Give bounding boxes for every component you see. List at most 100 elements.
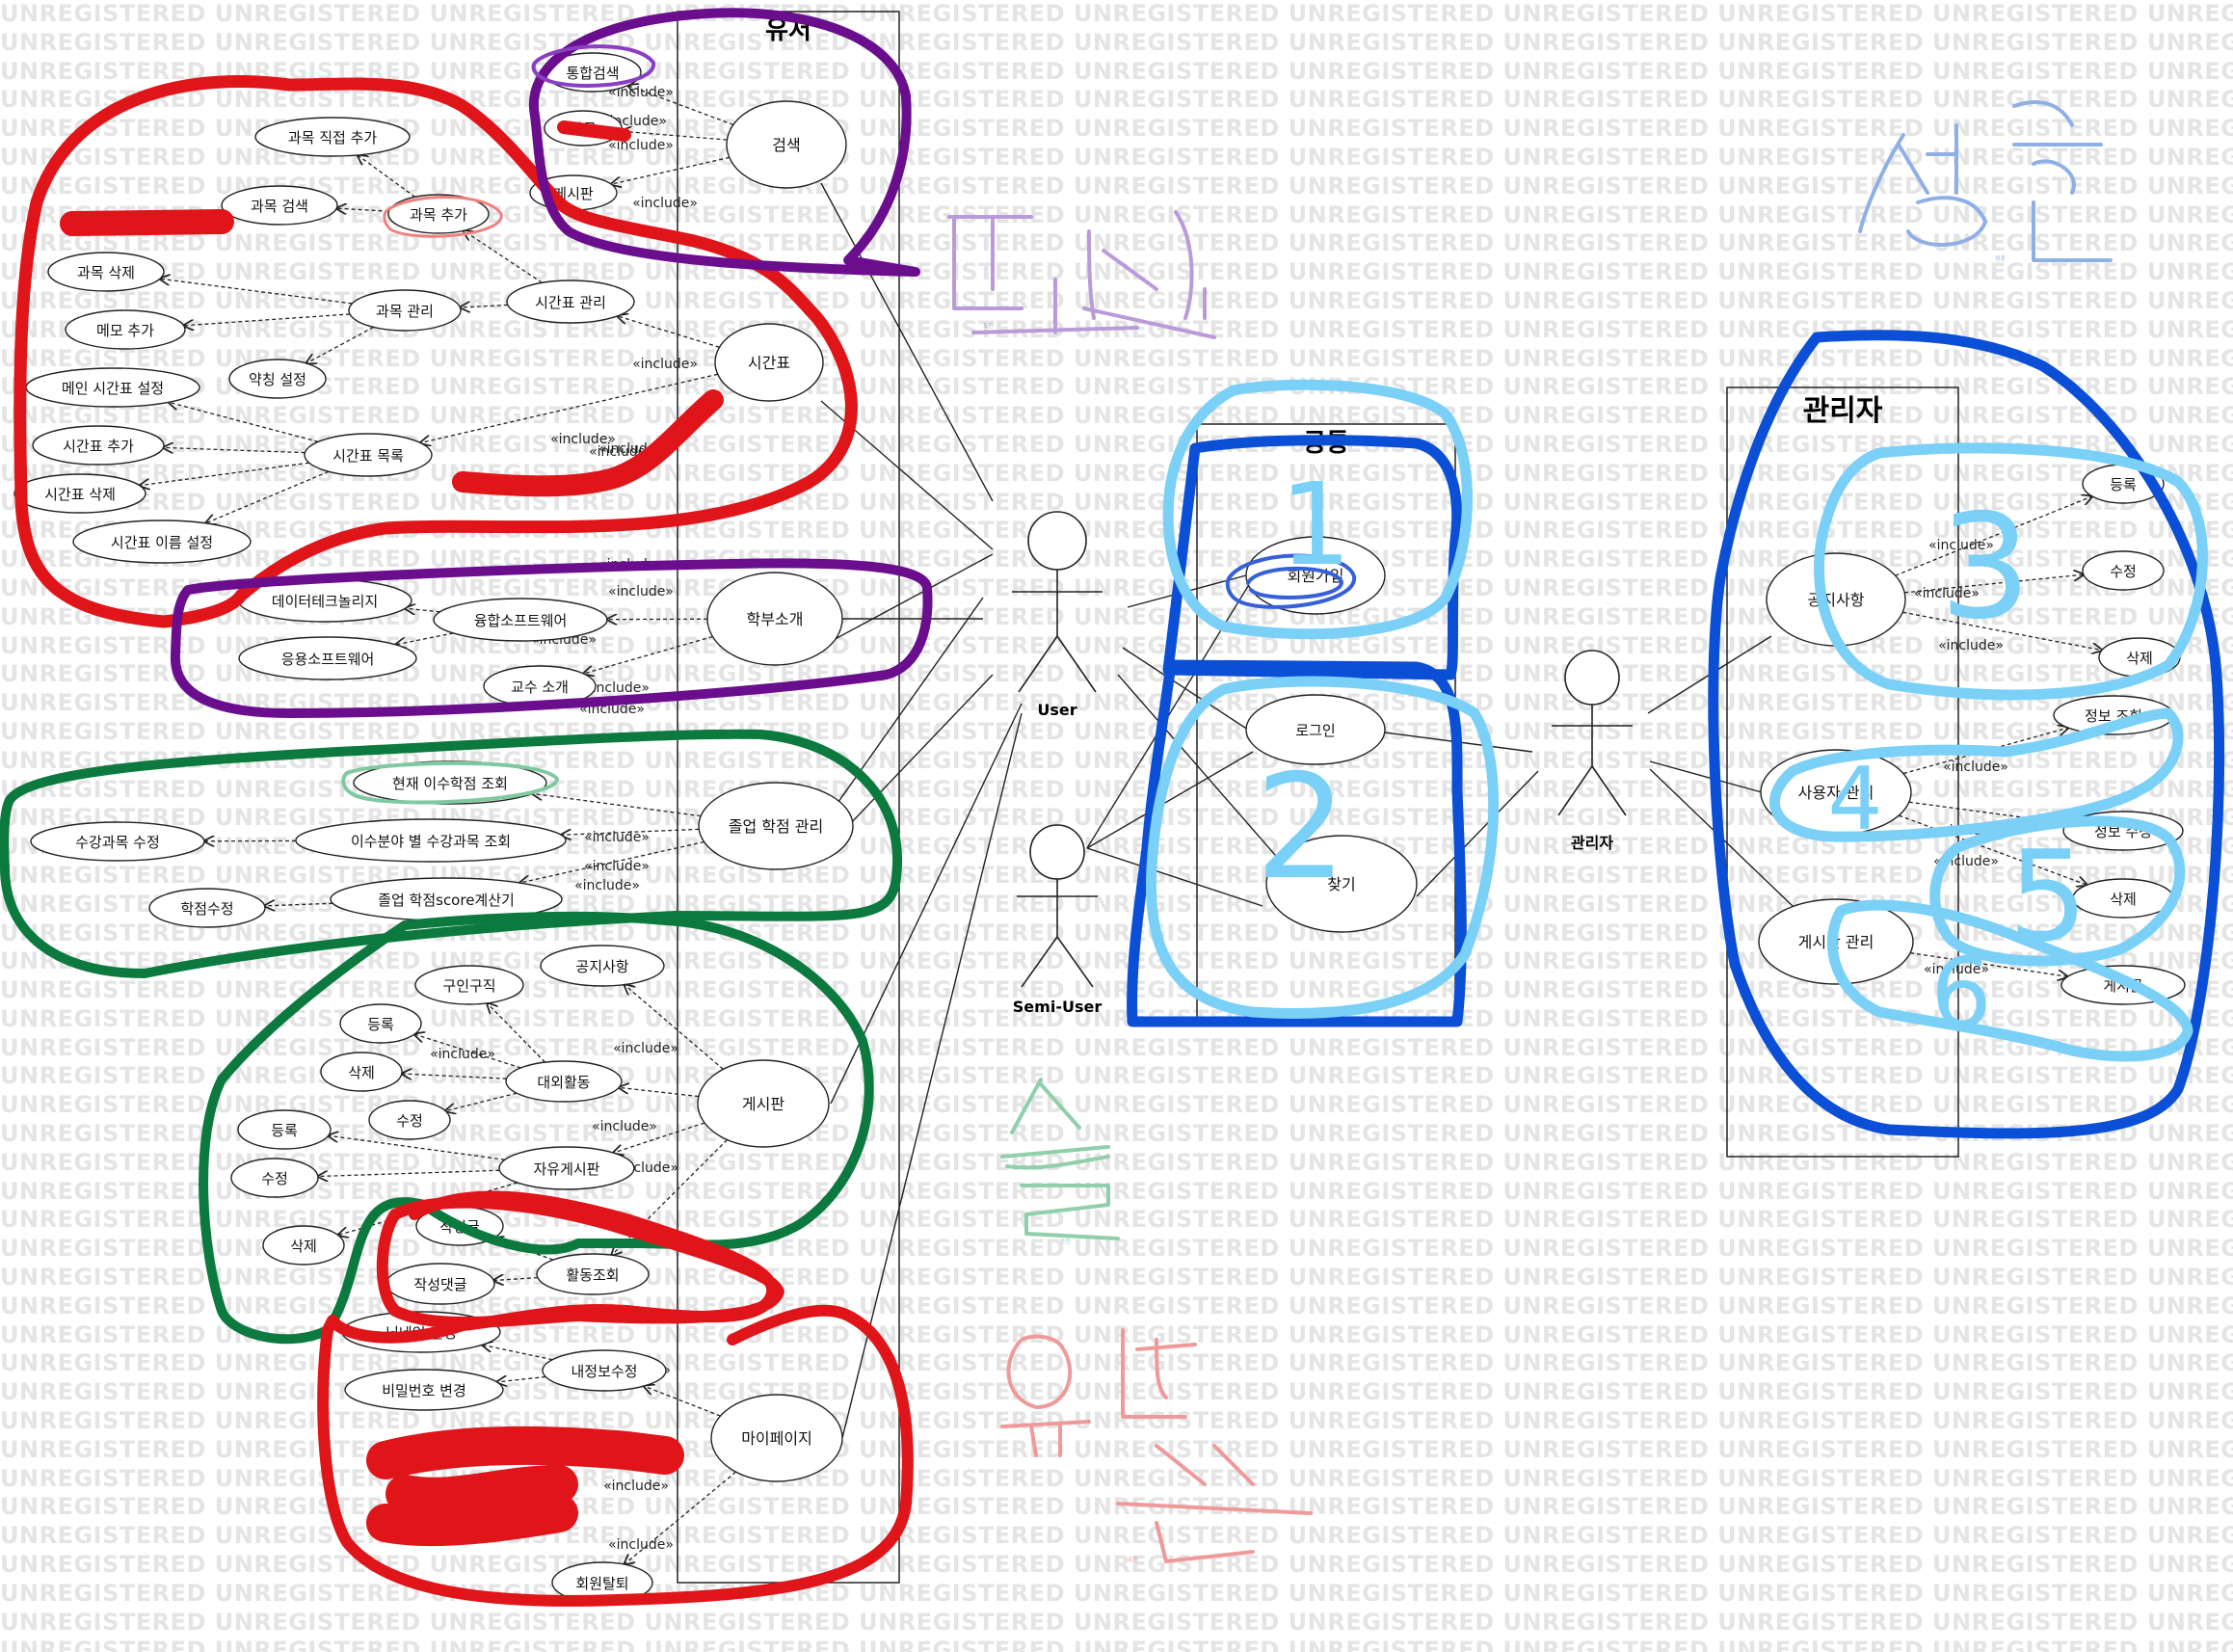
usecase-notice[interactable]: 공지사항 — [540, 945, 665, 987]
usecase-login[interactable]: 로그인 — [1245, 694, 1386, 765]
usecase-subject-search[interactable]: 과목 검색 — [221, 185, 338, 226]
usecase-memo-add[interactable]: 메모 추가 — [65, 309, 186, 350]
usecase-ext-register[interactable]: 등록 — [339, 1003, 422, 1044]
include-arrow — [358, 155, 416, 198]
include-arrow — [1902, 611, 2102, 650]
usecase-label: 삭제 — [290, 1238, 317, 1255]
usecase-subject-direct-add[interactable]: 과목 직접 추가 — [254, 117, 411, 157]
usecase-label: 시간표 관리 — [535, 294, 606, 311]
usecase-activity-view[interactable]: 활동조회 — [536, 1253, 650, 1295]
usecase-job[interactable]: 구인구직 — [414, 965, 524, 1005]
usecase-timetable-list[interactable]: 시간표 목록 — [304, 433, 433, 477]
include-stereotype: «include» — [584, 680, 650, 696]
red-name-strokes — [1000, 1328, 1313, 1563]
usecase-label: 학점수정 — [180, 900, 233, 918]
usecase-subject-add[interactable]: 과목 추가 — [387, 194, 490, 234]
usecase-by-field[interactable]: 이수분야 별 수강과목 조회 — [295, 818, 567, 863]
usecase-label: 졸업 학점 관리 — [729, 817, 824, 836]
usecase-timetable-manage[interactable]: 시간표 관리 — [506, 280, 635, 324]
include-stereotype: «include» — [1914, 586, 1980, 601]
include-arrow — [561, 828, 700, 835]
usecase-free-register[interactable]: 등록 — [237, 1109, 332, 1150]
usecase-grad-manage[interactable]: 졸업 학점 관리 — [698, 782, 854, 870]
usecase-main-timetable-set[interactable]: 메인 시간표 설정 — [25, 367, 200, 408]
usecase-convergence-sw[interactable]: 융합소프트웨어 — [433, 598, 608, 642]
usecase-free-delete[interactable]: 삭제 — [262, 1225, 345, 1266]
include-arrow — [519, 840, 704, 883]
usecase-pw-change[interactable]: 비밀번호 변경 — [344, 1369, 504, 1411]
usecase-user-delete[interactable]: 삭제 — [2072, 878, 2174, 919]
include-arrow — [1895, 496, 2092, 576]
usecase-search[interactable]: 검색 — [726, 100, 847, 189]
usecase-abbr-setting[interactable]: 약칭 설정 — [228, 359, 327, 399]
association-line — [811, 597, 984, 839]
usecase-board[interactable]: 게시판 — [697, 1059, 830, 1148]
include-stereotype: «include» — [632, 357, 698, 372]
usecase-label: 과목 검색 — [251, 198, 308, 215]
usecase-timetable-delete[interactable]: 시간표 삭제 — [13, 473, 146, 514]
include-arrow — [318, 1169, 500, 1176]
usecase-label: 삭제 — [2126, 650, 2153, 667]
purple-name-strokes — [947, 210, 1216, 339]
usecase-mypage[interactable]: 마이페이지 — [710, 1394, 843, 1482]
usecase-info-edit[interactable]: 내정보수정 — [542, 1349, 667, 1392]
include-arrow — [1904, 574, 2084, 594]
lightblue-number-2: 2 — [1255, 744, 1346, 912]
red-scribble-timetable — [452, 389, 724, 497]
usecase-external[interactable]: 대외활동 — [505, 1060, 623, 1103]
usecase-label: 게시판 — [553, 185, 594, 202]
usecase-label: 융합소프트웨어 — [474, 612, 568, 629]
usecase-ext-delete[interactable]: 삭제 — [320, 1052, 403, 1092]
include-stereotype: «include» — [574, 878, 640, 893]
include-arrow — [169, 402, 319, 442]
usecase-timetable-add[interactable]: 시간표 추가 — [32, 425, 165, 466]
association-line — [841, 712, 1023, 1439]
include-stereotype: «include» — [1924, 962, 1989, 977]
usecase-free-board[interactable]: 자유게시판 — [498, 1146, 635, 1190]
association-line — [820, 182, 994, 502]
usecase-label: 수강과목 수정 — [75, 834, 160, 851]
usecase-admin-edit[interactable]: 수정 — [2082, 550, 2165, 591]
include-stereotype: «include» — [613, 1041, 678, 1056]
usecase-subject-manage[interactable]: 과목 관리 — [348, 289, 462, 332]
green-outline-grad — [0, 729, 903, 978]
usecase-label: 시간표 — [748, 354, 790, 372]
usecase-course-edit[interactable]: 수강과목 수정 — [30, 821, 205, 862]
usecase-label: 등록 — [271, 1122, 298, 1139]
usecase-subject-delete[interactable]: 과목 삭제 — [47, 252, 165, 292]
purple-outline-search — [528, 8, 920, 277]
lightblue-circle-5 — [1929, 815, 2186, 967]
include-arrow — [396, 632, 454, 645]
usecase-label: 구인구직 — [442, 977, 495, 995]
usecase-grad-calc[interactable]: 졸업 학점score계산기 — [330, 877, 563, 921]
usecase-withdraw[interactable]: 회원탈퇴 — [551, 1561, 653, 1604]
usecase-find-id[interactable]: 찾기 — [1265, 835, 1418, 933]
include-arrow — [460, 305, 508, 307]
red-name: 유진 — [1128, 1556, 1138, 1563]
actor-semi-user[interactable] — [1017, 824, 1098, 988]
actor-user[interactable] — [1012, 511, 1103, 693]
usecase-prof-intro[interactable]: 교수 소개 — [483, 665, 597, 707]
usecase-my-comments[interactable]: 작성댓글 — [385, 1263, 495, 1305]
usecase-free-edit[interactable]: 수정 — [230, 1158, 319, 1198]
usecase-applied-sw[interactable]: 응용소프트웨어 — [238, 636, 417, 680]
usecase-timetable[interactable]: 시간표 — [714, 323, 824, 402]
include-arrow — [482, 1345, 553, 1361]
include-arrow — [140, 462, 309, 486]
red-scribble-tiny — [557, 120, 631, 142]
actor-admin[interactable] — [1552, 650, 1633, 816]
lightblue-circle-4 — [1769, 707, 2184, 842]
usecase-label: 과목 관리 — [376, 303, 434, 320]
usecase-timetable-rename[interactable]: 시간표 이름 설정 — [72, 520, 252, 564]
usecase-grade-edit[interactable]: 학점수정 — [148, 888, 266, 928]
include-arrow — [497, 1377, 546, 1382]
usecase-dept-intro[interactable]: 학부소개 — [706, 572, 843, 666]
lightblue-number-3: 3 — [1939, 484, 2031, 652]
include-stereotype: «include» — [1928, 538, 1994, 553]
usecase-ext-edit[interactable]: 수정 — [368, 1100, 451, 1140]
include-stereotype: «include» — [632, 196, 698, 211]
include-arrow — [618, 316, 720, 348]
blue-name-strokes — [1858, 100, 2113, 262]
